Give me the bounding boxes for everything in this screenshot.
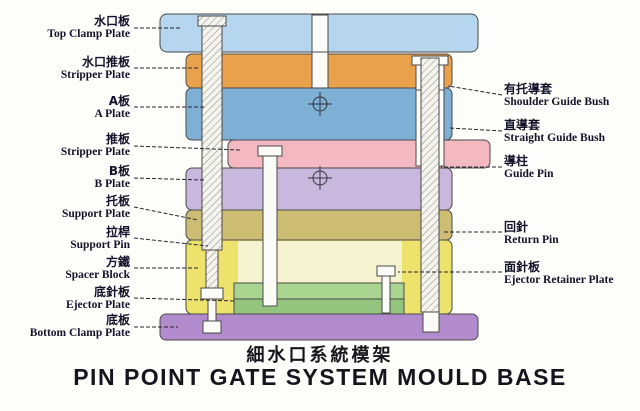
support-pin-nut: [202, 320, 222, 334]
label-zh: 直導套: [504, 118, 541, 132]
support-pin-bolt-shaft: [207, 298, 217, 322]
datum-marks: [308, 92, 332, 190]
label-spacer-block: 方鐵 Spacer Block: [0, 255, 130, 283]
label-zh: 有托導套: [504, 82, 553, 96]
label-stripper-plate-upper: 水口推板 Stripper Plate: [0, 55, 130, 83]
label-en: Spacer Block: [65, 269, 130, 282]
label-zh: 拉桿: [105, 225, 130, 239]
label-shoulder-guide-bush: 有托導套 Shoulder Guide Bush: [504, 82, 640, 110]
ejector-plate: [233, 298, 405, 315]
label-return-pin: 回針 Return Pin: [504, 220, 640, 248]
diagram-title-english: PIN POINT GATE SYSTEM MOULD BASE: [73, 364, 567, 390]
label-zh: 底針板: [93, 285, 130, 299]
label-en: Ejector Retainer Plate: [504, 274, 614, 287]
label-en: Top Clamp Plate: [47, 28, 130, 41]
leader-support-plate: [133, 206, 199, 221]
label-straight-guide-bush: 直導套 Straight Guide Bush: [504, 118, 640, 146]
label-zh: B板: [108, 164, 130, 178]
center-pin-shaft: [262, 155, 278, 307]
label-zh: 水口推板: [81, 55, 130, 69]
label-zh: 回針: [504, 220, 529, 234]
label-stripper-plate-mid: 推板 Stripper Plate: [0, 132, 130, 160]
label-en: Return Pin: [504, 234, 559, 247]
label-en: Ejector Plate: [66, 299, 130, 312]
label-support-pin: 拉桿 Support Pin: [0, 225, 130, 253]
b-plate: [185, 167, 453, 211]
label-en: Support Pin: [70, 239, 130, 252]
leader-shoulder-guide-bush: [447, 85, 503, 96]
support-pin-shaft: [201, 25, 223, 251]
label-zh: A板: [108, 94, 130, 108]
label-bottom-clamp-plate: 底板 Bottom Clamp Plate: [0, 313, 130, 341]
center-pin-head: [257, 145, 283, 157]
label-guide-pin: 導柱 Guide Pin: [504, 154, 640, 182]
label-support-plate: 托板 Support Plate: [0, 194, 130, 222]
label-en: Stripper Plate: [60, 69, 130, 82]
label-zh: 面針板: [504, 260, 541, 274]
label-en: Shoulder Guide Bush: [504, 96, 610, 109]
support-plate: [185, 209, 453, 241]
guide-pin-nut: [422, 311, 440, 333]
label-ejector-plate: 底針板 Ejector Plate: [0, 285, 130, 313]
leader-lines: [133, 27, 503, 328]
pins: [197, 14, 449, 334]
a-plate: [185, 87, 453, 141]
label-en: Guide Pin: [504, 168, 554, 181]
leader-straight-guide-bush: [449, 127, 503, 132]
label-zh: 底板: [105, 313, 130, 327]
retainer-screw-head: [376, 265, 396, 277]
label-ejector-retainer-plate: 面針板 Ejector Retainer Plate: [504, 260, 640, 288]
label-zh: 托板: [105, 194, 130, 208]
ejector-retainer-plate: [233, 282, 405, 300]
label-b-plate: B板 B Plate: [0, 164, 130, 192]
label-en: Straight Guide Bush: [504, 132, 605, 145]
label-zh: 導柱: [504, 154, 529, 168]
support-pin-bolt-head: [200, 287, 224, 300]
leader-stripper-mid: [133, 145, 241, 151]
label-en: Support Plate: [61, 208, 130, 221]
label-zh: 推板: [105, 132, 130, 146]
label-top-clamp-plate: 水口板 Top Clamp Plate: [0, 14, 130, 42]
support-pin-head: [197, 15, 227, 27]
leader-support-pin: [133, 237, 209, 247]
support-pin-lower: [205, 249, 219, 289]
label-en: Bottom Clamp Plate: [29, 327, 130, 340]
label-zh: 方鐵: [105, 255, 130, 269]
label-en: A Plate: [94, 108, 130, 121]
label-zh: 水口板: [93, 14, 130, 28]
retainer-screw-shaft: [381, 275, 391, 314]
label-a-plate: A板 A Plate: [0, 94, 130, 122]
diagram-title-chinese: 細水口系統模架: [246, 345, 394, 366]
label-en: B Plate: [94, 178, 130, 191]
label-en: Stripper Plate: [60, 146, 130, 159]
guide-pin-shaft: [420, 57, 440, 313]
leader-ejector-plate: [133, 297, 237, 302]
